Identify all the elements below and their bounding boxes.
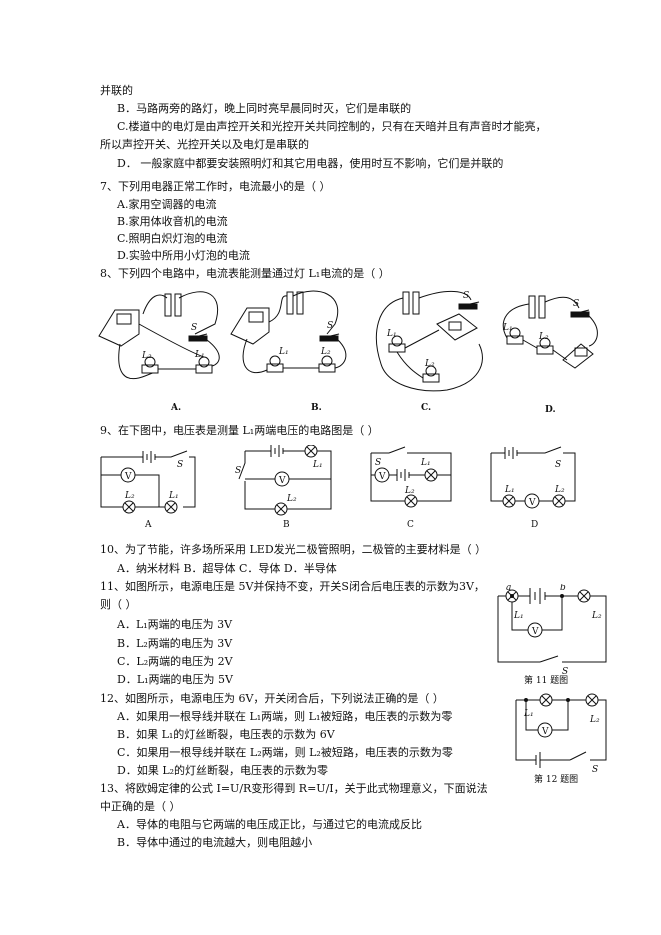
q10-options: A．纳米材料 B．超导体 C．导体 D．半导体 xyxy=(117,562,337,575)
figure-8: L₂ L₁ S A. L₁ L₂ S B. L₁ L₂ S C. xyxy=(98,290,598,415)
voltmeter-label: V xyxy=(541,727,549,737)
text-line: 并联的 xyxy=(100,84,133,97)
label-l1: L₁ xyxy=(523,709,534,719)
circuit-d: L₁ L₂ S D. xyxy=(502,295,598,415)
figure-caption: 第 12 题图 xyxy=(534,773,578,785)
question-12: 12、如图所示，电源电压为 6V，开关闭合后，下列说法正确的是（ ） xyxy=(100,692,444,705)
label-d: D. xyxy=(545,405,556,415)
label-l2: L₂ xyxy=(589,715,600,725)
label-l2: L₂ xyxy=(320,347,331,357)
q11-option-a: A．L₁两端的电压为 3V xyxy=(117,618,233,631)
label-l1: L₁ xyxy=(513,611,524,621)
label-s: S xyxy=(555,460,561,470)
label-l2: L₂ xyxy=(286,494,297,504)
q11-option-b: B．L₂两端的电压为 3V xyxy=(117,637,233,650)
q12-option-b: B．如果 L₁的灯丝断裂，电压表的示数为 6V xyxy=(117,728,335,741)
voltmeter-label: V xyxy=(378,472,386,482)
text-line: 则（ ） xyxy=(100,598,137,611)
label-s: S xyxy=(592,765,598,775)
label-l1: L₁ xyxy=(278,347,289,357)
question-11: 11、如图所示，电源电压是 5V并保持不变，开关S闭合后电压表的示数为3V， xyxy=(100,580,485,593)
q12-option-d: D．如果 L₂的灯丝断裂，电压表的示数为零 xyxy=(117,764,329,777)
option-d: D． 一般家庭中都要安装照明灯和其它用电器，使用时互不影响，它们是并联的 xyxy=(117,157,504,170)
figure-11: a b V L₁ L₂ S 第 11 题图 xyxy=(497,584,607,684)
label-l1: L₁ xyxy=(504,485,515,495)
schematic-d: V S L₁ L₂ D xyxy=(490,446,576,530)
voltmeter-label: V xyxy=(278,476,286,486)
label-l1: L₁ xyxy=(420,458,431,468)
label-s: S xyxy=(191,323,197,333)
label-s: S xyxy=(235,466,241,476)
text-line: 中正确的是（ ） xyxy=(100,800,181,813)
question-9: 9、在下图中，电压表是测量 L₁两端电压的电路图是（ ） xyxy=(100,424,379,437)
schematic-c: V S L₁ L₂ C xyxy=(370,446,452,530)
schematic-a: V S L₂ L₁ A xyxy=(100,450,196,530)
q13-option-a: A．导体的电阻与它两端的电压成正比，与通过它的电流成反比 xyxy=(117,818,422,831)
label-d: D xyxy=(531,520,538,530)
label-s: S xyxy=(573,299,579,309)
circuit-a: L₂ L₁ S A. xyxy=(98,291,220,413)
label-s: S xyxy=(463,291,469,301)
option-c: C.楼道中的电灯是由声控开关和光控开关共同控制的，只有在天暗并且有声音时才能亮， xyxy=(117,120,547,133)
q13-option-b: B．导体中通过的电流越大，则电阻越小 xyxy=(117,836,313,849)
label-a: a xyxy=(506,584,511,593)
question-7: 7、下列用电器正常工作时，电流最小的是（ ） xyxy=(100,180,331,193)
label-l1: L₁ xyxy=(168,491,179,501)
q12-option-c: C．如果用一根导线并联在 L₂两端，则 L₂被短路，电压表的示数为零 xyxy=(117,746,453,759)
label-l2: L₂ xyxy=(554,485,565,495)
label-l2: L₂ xyxy=(538,332,549,342)
label-b: B. xyxy=(311,403,322,413)
label-a: A. xyxy=(170,403,181,413)
voltmeter-label: V xyxy=(528,498,536,508)
option-b: B．马路两旁的路灯，晚上同时亮早晨同时灭，它们是串联的 xyxy=(117,102,412,115)
figure-caption: 第 11 题图 xyxy=(524,674,568,684)
label-l2: L₂ xyxy=(591,611,602,621)
q12-option-a: A．如果用一根导线并联在 L₁两端，则 L₁被短路，电压表的示数为零 xyxy=(117,710,453,723)
q7-option-d: D.实验中所用小灯泡的电流 xyxy=(117,249,250,262)
question-10: 10、为了节能，许多场所采用 LED发光二极管照明，二极管的主要材料是（ ） xyxy=(100,543,487,556)
label-l2: L₂ xyxy=(141,351,152,361)
figure-12: V L₁ L₂ S 第 12 题图 xyxy=(515,693,607,785)
label-s: S xyxy=(327,321,333,331)
question-8: 8、下列四个电路中，电流表能测量通过灯 L₁电流的是（ ） xyxy=(100,267,390,280)
q7-option-c: C.照明白炽灯泡的电流 xyxy=(117,232,228,245)
label-l1: L₁ xyxy=(312,460,323,470)
q7-option-b: B.家用体收音机的电流 xyxy=(117,215,228,228)
schematic-b: V S L₁ L₂ B xyxy=(235,445,332,530)
label-a: A xyxy=(144,520,152,530)
label-c: C xyxy=(407,520,414,530)
voltmeter-label: V xyxy=(124,472,132,482)
label-l2: L₂ xyxy=(124,491,135,501)
voltmeter-label: V xyxy=(531,627,539,637)
circuit-b: L₁ L₂ S B. xyxy=(230,290,347,413)
label-s: S xyxy=(177,460,183,470)
label-l2: L₂ xyxy=(424,359,435,369)
label-b: b xyxy=(560,584,566,593)
q11-option-d: D．L₁两端的电压为 5V xyxy=(117,673,233,686)
q7-option-a: A.家用空调器的电流 xyxy=(117,198,217,211)
label-b: B xyxy=(283,520,290,530)
label-l1: L₁ xyxy=(194,350,205,360)
label-s: S xyxy=(375,458,381,468)
label-l1: L₁ xyxy=(386,329,397,339)
text-line: 所以声控开关、光控开关以及电灯是串联的 xyxy=(100,138,309,151)
label-l1: L₁ xyxy=(502,323,513,333)
label-s: S xyxy=(562,667,568,677)
figure-9: V S L₂ L₁ A V S L₁ L₂ B V S L₁ L₂ C xyxy=(100,445,576,530)
label-l2: L₂ xyxy=(404,486,415,496)
question-13: 13、将欧姆定律的公式 I=U/R变形得到 R=U/I，关于此式物理意义，下面说… xyxy=(100,782,488,795)
circuit-c: L₁ L₂ S C. xyxy=(375,291,483,413)
q11-option-c: C．L₂两端的电压为 2V xyxy=(117,655,233,668)
label-c: C. xyxy=(421,403,431,413)
